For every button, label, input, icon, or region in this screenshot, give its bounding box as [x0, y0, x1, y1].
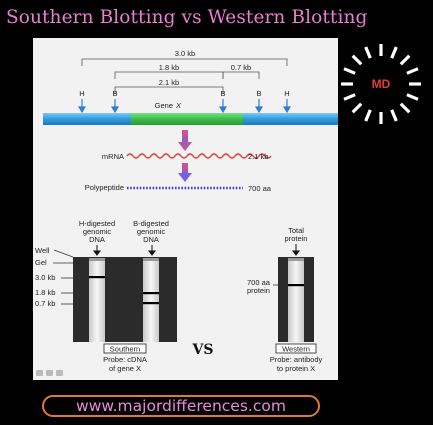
southern-lane1-header-3: DNA — [89, 235, 105, 244]
site-arrows — [77, 99, 292, 114]
image-toolbar — [36, 370, 63, 376]
western-lane — [288, 258, 304, 342]
band-3kb — [89, 276, 105, 279]
western-band-label-1: 700 aa — [247, 278, 271, 287]
site-h-left-label: H — [79, 89, 84, 98]
vs-label: VS — [192, 342, 214, 358]
site-b-3-label: B — [256, 89, 261, 98]
southern-blot-label: Southern — [110, 345, 140, 354]
website-url[interactable]: www.majordifferences.com — [42, 395, 320, 417]
logo-ring — [341, 44, 421, 124]
mrna-label: mRNA — [102, 152, 124, 161]
polypeptide-size: 700 aa — [248, 184, 272, 193]
share-icon[interactable] — [56, 370, 63, 376]
band-700aa — [288, 284, 304, 287]
translation-arrow — [178, 173, 192, 182]
diagram-svg: 3.0 kb 1.8 kb 0.7 kb 2.1 kb H B B B H Ge… — [35, 49, 338, 376]
western-badge — [275, 343, 317, 354]
western-header-2: protein — [285, 234, 308, 243]
md-logo: MD — [341, 44, 421, 124]
marker-0-7kb-label: 0.7 kb — [35, 299, 55, 308]
gene-name: X — [175, 101, 182, 110]
span-brackets — [81, 58, 288, 94]
span-0-7kb-label: 0.7 kb — [231, 63, 251, 72]
southern-lane-2 — [143, 258, 159, 342]
southern-lane2-header-1: B-digested — [133, 219, 169, 228]
southern-lane1-header-2: genomic — [83, 227, 112, 236]
gene-label: Gene — [155, 101, 173, 110]
logo-text: MD — [372, 77, 391, 91]
page-title: Southern Blotting vs Western Blotting — [6, 7, 368, 28]
transcription-arrow — [178, 142, 192, 151]
southern-probe-line-1: Probe: cDNA — [103, 355, 147, 364]
site-h-right-label: H — [284, 89, 289, 98]
span-3kb-label: 3.0 kb — [175, 49, 195, 58]
edit-icon[interactable] — [46, 370, 53, 376]
marker-1-8kb-label: 1.8 kb — [35, 288, 55, 297]
southern-lane1-header-1: H-digested — [79, 219, 115, 228]
southern-lane2-header-2: genomic — [137, 227, 166, 236]
diagram-panel: 3.0 kb 1.8 kb 0.7 kb 2.1 kb H B B B H Ge… — [33, 38, 338, 380]
southern-probe-line-2: of gene X — [109, 364, 141, 373]
western-band-label-2: protein — [247, 286, 270, 295]
band-0-7kb — [143, 302, 159, 305]
site-b-1-label: B — [112, 89, 117, 98]
southern-lane2-header-3: DNA — [143, 235, 159, 244]
southern-lane-1 — [89, 258, 105, 342]
mrna-size: 2.1 kb — [248, 152, 268, 161]
western-probe-line-1: Probe: antibody — [270, 355, 323, 364]
well-label: Well — [35, 246, 50, 255]
span-2-1kb-label: 2.1 kb — [159, 78, 179, 87]
band-1-8kb — [143, 292, 159, 295]
mrna-wave — [126, 153, 272, 159]
polypeptide-label: Polypeptide — [85, 183, 124, 192]
span-1-8kb-label: 1.8 kb — [159, 63, 179, 72]
southern-badge — [103, 343, 147, 354]
western-probe-line-2: to protein X — [277, 364, 315, 373]
marker-3kb-label: 3.0 kb — [35, 273, 55, 282]
site-b-2-label: B — [220, 89, 225, 98]
image-icon[interactable] — [36, 370, 43, 376]
western-blot-label: Western — [282, 345, 310, 354]
gene-x-segment — [131, 113, 243, 125]
gel-label: Gel — [35, 258, 47, 267]
southern-gel — [73, 257, 177, 342]
western-header-1: Total — [288, 226, 304, 235]
